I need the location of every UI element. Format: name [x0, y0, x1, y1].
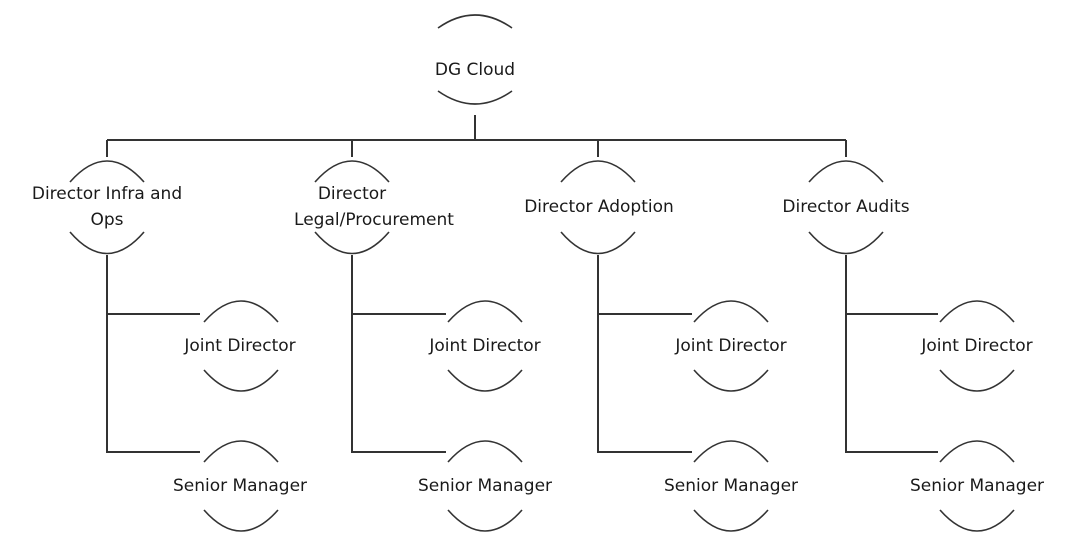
- report-label: Senior Manager: [664, 476, 798, 496]
- node-top-arc: [560, 160, 636, 183]
- node-bottom-arc: [203, 369, 279, 392]
- node-bottom-arc: [69, 231, 145, 255]
- node-top-arc: [693, 440, 769, 463]
- node-bottom-arc: [203, 509, 279, 532]
- node-top-arc: [203, 440, 279, 463]
- director-node-infra-ops: Director Infra and Ops: [32, 160, 182, 255]
- report-line-4: [845, 255, 938, 453]
- director-label-line-1: Director Audits: [782, 197, 909, 217]
- node-top-arc: [447, 440, 523, 463]
- report-node-senior-manager-4: Senior Manager: [910, 440, 1044, 532]
- report-line-3: [597, 255, 692, 453]
- node-top-arc: [939, 300, 1015, 323]
- report-label: Senior Manager: [910, 476, 1044, 496]
- report-label: Joint Director: [674, 336, 786, 356]
- node-top-arc: [437, 14, 513, 29]
- node-bottom-arc: [437, 90, 513, 105]
- director-node-legal-procurement: Director Legal/Procurement: [294, 160, 454, 255]
- node-bottom-arc: [447, 369, 523, 392]
- node-bottom-arc: [693, 369, 769, 392]
- report-line-2: [351, 255, 446, 453]
- report-label: Senior Manager: [418, 476, 552, 496]
- node-top-arc: [693, 300, 769, 323]
- director-label-line-2: Ops: [90, 210, 123, 230]
- connector-lines: [106, 115, 938, 453]
- node-bottom-arc: [314, 231, 390, 255]
- node-top-arc: [69, 160, 145, 183]
- director-label-line-1: Director Adoption: [524, 197, 674, 217]
- report-label: Senior Manager: [173, 476, 307, 496]
- director-node-audits: Director Audits: [782, 160, 910, 255]
- director-label-line-1: Director Infra and: [32, 184, 182, 204]
- node-bottom-arc: [808, 231, 884, 255]
- report-node-joint-director-3: Joint Director: [674, 300, 787, 392]
- node-top-arc: [314, 160, 390, 183]
- report-label: Joint Director: [183, 336, 295, 356]
- report-node-joint-director-2: Joint Director: [428, 300, 541, 392]
- report-node-joint-director-1: Joint Director: [183, 300, 296, 392]
- report-node-senior-manager-3: Senior Manager: [664, 440, 798, 532]
- report-node-senior-manager-1: Senior Manager: [173, 440, 307, 532]
- report-node-joint-director-4: Joint Director: [920, 300, 1033, 392]
- node-bottom-arc: [447, 509, 523, 532]
- report-label: Joint Director: [428, 336, 540, 356]
- report-line-1: [106, 255, 200, 453]
- root-label: DG Cloud: [435, 60, 515, 80]
- node-bottom-arc: [693, 509, 769, 532]
- director-label-line-1: Director: [318, 184, 386, 204]
- node-top-arc: [808, 160, 884, 183]
- report-node-senior-manager-2: Senior Manager: [418, 440, 552, 532]
- report-label: Joint Director: [920, 336, 1032, 356]
- node-bottom-arc: [939, 369, 1015, 392]
- director-label-line-2: Legal/Procurement: [294, 210, 454, 230]
- node-bottom-arc: [560, 231, 636, 255]
- node-top-arc: [203, 300, 279, 323]
- node-top-arc: [939, 440, 1015, 463]
- root-node: DG Cloud: [435, 14, 515, 105]
- director-node-adoption: Director Adoption: [524, 160, 674, 255]
- node-bottom-arc: [939, 509, 1015, 532]
- node-top-arc: [447, 300, 523, 323]
